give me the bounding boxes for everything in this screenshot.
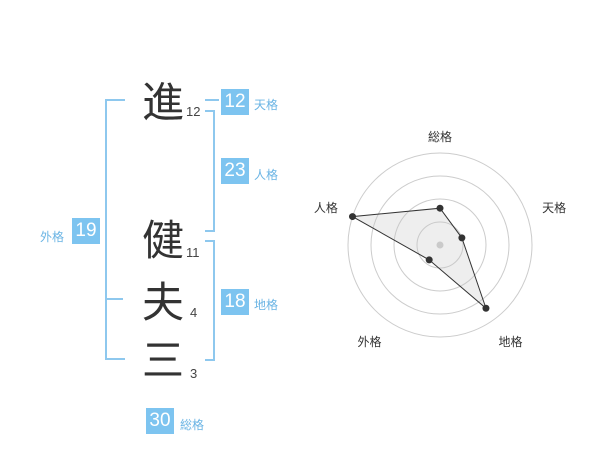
name-char-1: 進 <box>142 78 185 127</box>
tenkaku-value-badge: 12 <box>221 89 249 115</box>
chikaku-bracket <box>205 240 215 361</box>
stroke-count-1: 12 <box>186 104 201 119</box>
radar-axis-label-2: 天格 <box>542 200 566 215</box>
radar-point-4 <box>425 256 433 264</box>
gaikaku-tick <box>105 298 123 300</box>
gaikaku-value-badge: 19 <box>72 218 100 244</box>
tenkaku-tick <box>205 99 219 101</box>
radar-axis-label-5: 人格 <box>314 200 338 215</box>
radar-area <box>350 207 488 310</box>
radar-ring-1 <box>416 221 464 269</box>
name-char-2: 健 <box>142 216 185 265</box>
stroke-count-2: 11 <box>186 245 200 260</box>
chikaku-value-badge: 18 <box>221 289 249 315</box>
soukaku-label: 総格 <box>180 418 205 432</box>
radar-center <box>436 241 444 249</box>
radar-axis-label-3: 地格 <box>499 334 523 349</box>
radar-point-5 <box>349 213 357 221</box>
radar-ring-3 <box>370 175 510 315</box>
chikaku-label: 地格 <box>254 298 279 312</box>
radar-point-3 <box>482 304 490 312</box>
radar-ring-4 <box>347 152 533 338</box>
radar-axis-label-4: 外格 <box>357 334 381 349</box>
name-char-3: 夫 <box>142 278 185 327</box>
radar-ring-2 <box>393 198 487 292</box>
soukaku-value-badge: 30 <box>146 408 174 434</box>
stroke-count-4: 3 <box>190 366 198 381</box>
jinkaku-label: 人格 <box>254 168 279 182</box>
radar-point-1 <box>436 204 444 212</box>
radar-axis-label-1: 総格 <box>428 129 452 144</box>
jinkaku-value-badge: 23 <box>221 158 249 184</box>
jinkaku-bracket <box>205 110 215 232</box>
radar-point-2 <box>458 234 466 242</box>
stroke-count-3: 4 <box>190 305 198 320</box>
name-char-4: 三 <box>142 336 185 385</box>
tenkaku-label: 天格 <box>254 98 279 112</box>
gaikaku-label: 外格 <box>40 230 65 244</box>
gaikaku-bracket <box>105 99 125 360</box>
